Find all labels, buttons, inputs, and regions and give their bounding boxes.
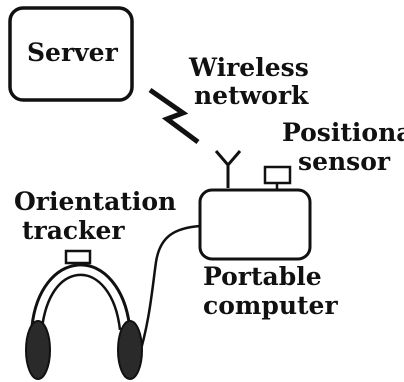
positional-sensor-label-line2: sensor <box>298 147 391 176</box>
orientation-tracker-label-line1: Orientation <box>14 187 176 216</box>
portable-computer-box <box>198 188 312 261</box>
wireless-network-label-line2: network <box>194 81 309 110</box>
wireless-link-icon <box>148 87 200 145</box>
antenna-icon <box>214 150 242 188</box>
orientation-tracker-label-line2: tracker <box>22 216 125 245</box>
headphone-band-inner <box>40 273 122 331</box>
portable-computer-label-line2: computer <box>203 291 338 320</box>
positional-sensor-box <box>263 165 292 185</box>
left-earcup-icon <box>25 320 51 380</box>
server-box <box>8 6 134 102</box>
orientation-tracker-box <box>64 249 92 265</box>
headphone-band <box>30 263 132 331</box>
positional-sensor-label-line1: Positional <box>282 118 404 147</box>
headphone-cable <box>136 224 201 361</box>
right-earcup-icon <box>117 320 143 380</box>
server-label: Server <box>27 38 119 67</box>
portable-computer-label-line1: Portable <box>203 262 322 291</box>
wireless-network-label-line1: Wireless <box>188 53 309 82</box>
